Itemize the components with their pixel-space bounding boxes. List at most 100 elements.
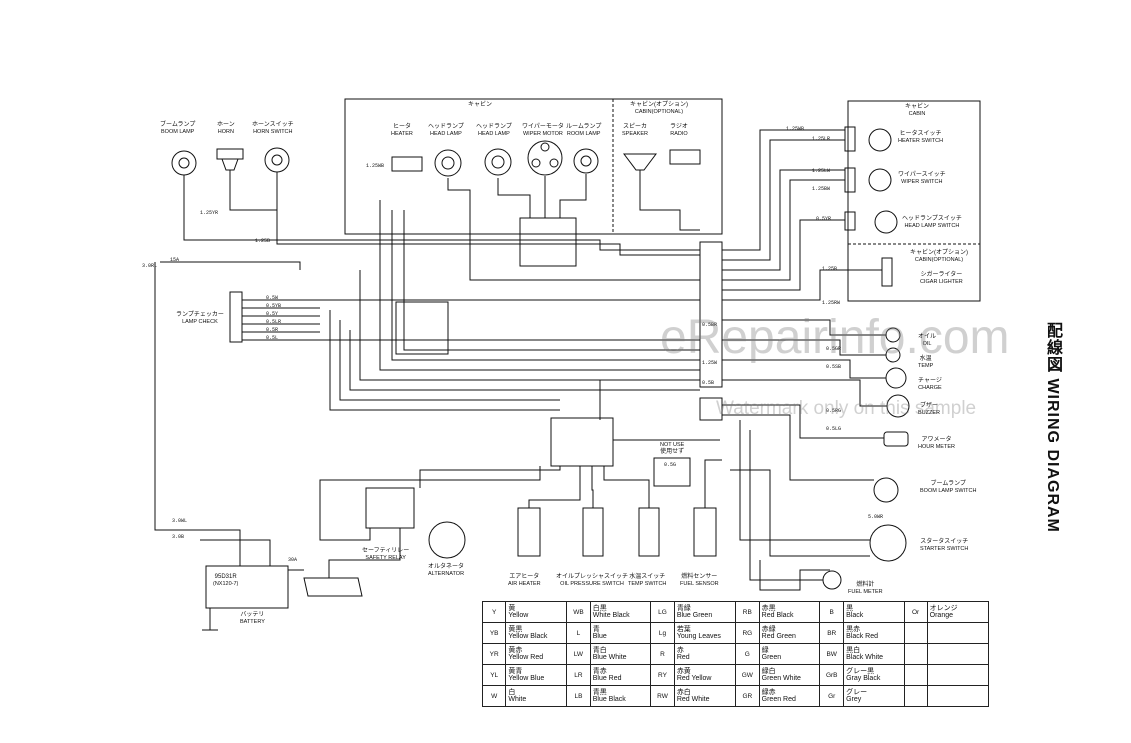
legend-color-jp: 青黒 [592, 689, 607, 696]
wire-label: 0.5SB [826, 364, 842, 370]
wiper-switch-symbol [868, 168, 892, 192]
legend-color-jp: 黄黒 [508, 626, 523, 633]
starter-switch-symbol [869, 524, 907, 562]
legend-color-en: Blue Green [676, 612, 713, 619]
wire-label: 0.5Y [266, 311, 279, 317]
wire-label: 0.5RG [826, 408, 842, 414]
legend-color-jp: 黄青 [508, 668, 523, 675]
legend-color-en: White [508, 696, 527, 703]
legend-code: RW [650, 685, 675, 707]
legend-color-en: Blue Black [592, 696, 626, 703]
wire-label: 0.5G [664, 462, 677, 468]
legend-code: RG [734, 622, 760, 644]
boom-lamp-symbol [171, 150, 197, 176]
legend-color-en: Green [761, 654, 782, 661]
legend-color-jp: 青赤 [592, 668, 607, 675]
title-en: WIRING DIAGRAM [1044, 378, 1061, 533]
legend-color-en: Green White [761, 675, 801, 682]
speaker-symbol [623, 153, 657, 171]
wire-label: 3.0WL [172, 518, 188, 524]
title-jp: 配線図 [1044, 322, 1061, 373]
legend-code [903, 622, 928, 644]
legend-code [903, 643, 928, 665]
legend-color-en: Red Yellow [676, 675, 712, 682]
legend-color-en: Red Black [761, 612, 794, 619]
wire-label: 3.0RL [142, 263, 158, 269]
legend-color-jp: 緑 [761, 647, 769, 654]
legend-code: YB [481, 622, 507, 644]
legend-color-en: Blue White [592, 654, 627, 661]
wire-label: 1.25W [702, 360, 718, 366]
watermark-site: eRepairinfo.com [660, 311, 1010, 364]
legend-color-jp: 黄赤 [508, 647, 523, 654]
air-heater-symbol [517, 507, 541, 557]
legend-color-jp: 緑白 [761, 668, 776, 675]
heater-switch-symbol [868, 128, 892, 152]
legend-code: G [734, 643, 760, 665]
legend-color-jp: 白 [508, 689, 516, 696]
wire-label: 1.25BW [812, 186, 831, 192]
legend-code: BR [819, 622, 845, 644]
legend-code: GrB [819, 664, 845, 686]
legend-color-jp: グレー黒 [846, 668, 875, 675]
legend-color-jp: オレンジ [929, 605, 958, 612]
boom-lamp-switch-symbol [873, 477, 899, 503]
wire-label: 1.25RW [822, 300, 841, 306]
legend-code: YR [481, 643, 507, 665]
legend-code: LR [566, 664, 591, 686]
legend-color-jp: グレー [846, 689, 868, 696]
legend-color-jp: 赤黄 [676, 668, 691, 675]
wire-label: 5.0WR [868, 514, 884, 520]
wire-label: 1.25WB [786, 126, 805, 132]
legend-code: Y [481, 601, 507, 623]
legend-color-en: White Black [592, 612, 630, 619]
cigar-lighter-symbol [881, 257, 893, 287]
wire-label: 1.25LR [812, 136, 831, 142]
legend-code: WB [566, 601, 591, 623]
legend-code: B [819, 601, 845, 623]
legend-color-jp: 赤緑 [761, 626, 776, 633]
legend-color-en: Red [676, 654, 690, 661]
battery-spec-label: 95D31R(NX120-7) [213, 574, 239, 587]
legend-code [903, 685, 928, 707]
head-lamp-1-symbol [434, 149, 462, 177]
legend-color-en: Red Green [761, 633, 796, 640]
room-lamp-symbol [573, 148, 599, 174]
legend-color-en: Yellow Black [508, 633, 548, 640]
heater-symbol [391, 156, 423, 172]
legend-color-jp: 若葉 [676, 626, 691, 633]
legend-code: GR [734, 685, 760, 707]
legend-color-jp: 青緑 [676, 605, 691, 612]
legend-code: Gr [819, 685, 845, 707]
legend-color-jp: 赤黒 [761, 605, 776, 612]
legend-color-name [926, 622, 990, 644]
legend-color-en: Yellow Red [508, 654, 544, 661]
legend-code: YL [481, 664, 507, 686]
